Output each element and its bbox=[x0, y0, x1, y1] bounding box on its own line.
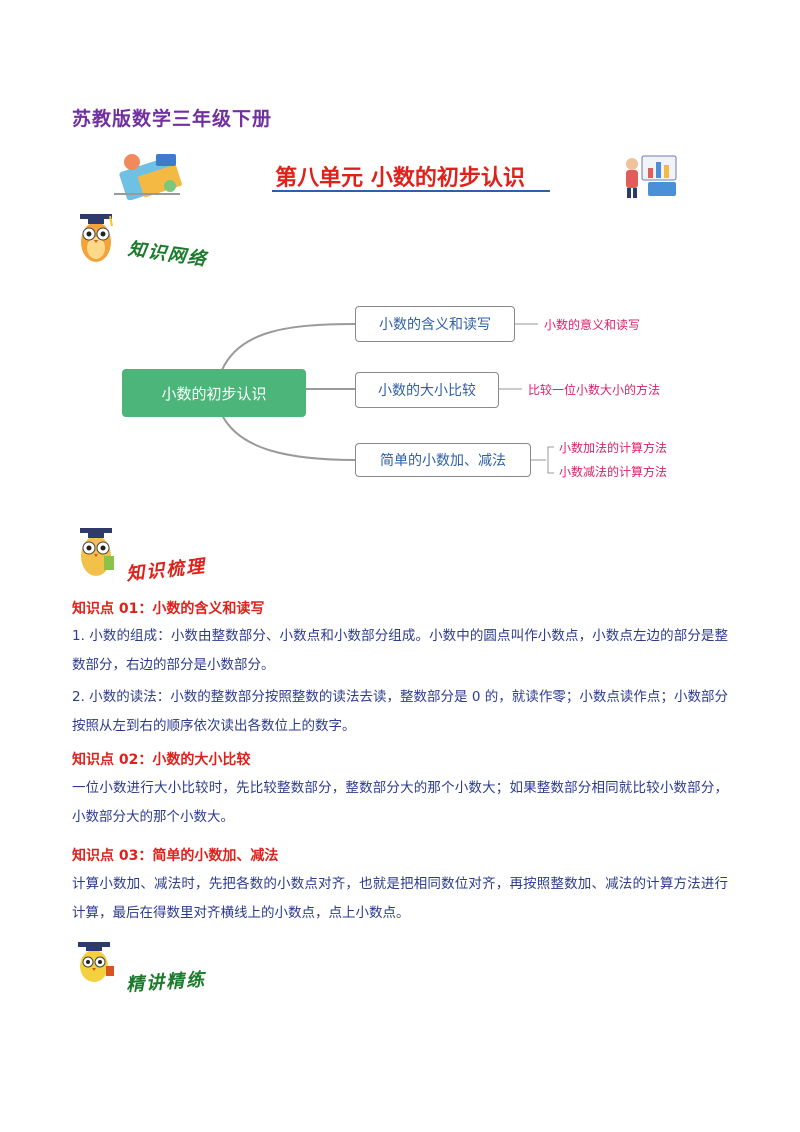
mindmap-leaf: 小数的意义和读写 bbox=[544, 318, 641, 332]
mindmap-root-node: 小数的初步认识 bbox=[122, 369, 306, 417]
section-title-review: 知识梳理 bbox=[125, 555, 208, 586]
mindmap-branch-node: 小数的大小比较 bbox=[355, 372, 499, 408]
owl-mascot-icon bbox=[80, 214, 113, 262]
mindmap-connectors bbox=[221, 323, 554, 474]
mindmap-leaf: 比较一位小数大小的方法 bbox=[528, 383, 661, 397]
owl-mascot-icon bbox=[78, 942, 114, 982]
mindmap-leaf: 小数减法的计算方法 bbox=[559, 465, 668, 479]
knowledge-point-heading: 知识点 03：简单的小数加、减法 bbox=[72, 848, 279, 864]
mindmap-branch-node: 简单的小数加、减法 bbox=[355, 443, 531, 477]
knowledge-point-heading: 知识点 01：小数的含义和读写 bbox=[72, 601, 265, 617]
section-title-network: 知识网络 bbox=[126, 238, 209, 271]
knowledge-point-heading: 知识点 02：小数的大小比较 bbox=[72, 752, 251, 768]
student-chart-illustration bbox=[626, 155, 677, 198]
knowledge-point-paragraph: 2. 小数的读法：小数的整数部分按照整数的读法去读，整数部分是 0 的，就读作零… bbox=[72, 689, 728, 734]
mindmap-leaf: 小数加法的计算方法 bbox=[559, 441, 668, 455]
mindmap-branch-node: 小数的含义和读写 bbox=[355, 306, 515, 342]
book-title: 苏教版数学三年级下册 bbox=[72, 108, 273, 130]
section-title-practice: 精讲精练 bbox=[125, 969, 207, 996]
unit-title-underline bbox=[272, 190, 550, 192]
study-illustration-left bbox=[114, 154, 182, 200]
unit-title: 第八单元 小数的初步认识 bbox=[275, 166, 525, 191]
owl-mascot-icon bbox=[80, 528, 114, 576]
knowledge-point-paragraph: 计算小数加、减法时，先把各数的小数点对齐，也就是把相同数位对齐，再按照整数加、减… bbox=[72, 876, 728, 921]
knowledge-point-paragraph: 一位小数进行大小比较时，先比较整数部分，整数部分大的那个小数大；如果整数部分相同… bbox=[72, 780, 728, 825]
knowledge-point-paragraph: 1. 小数的组成：小数由整数部分、小数点和小数部分组成。小数中的圆点叫作小数点，… bbox=[72, 628, 728, 673]
